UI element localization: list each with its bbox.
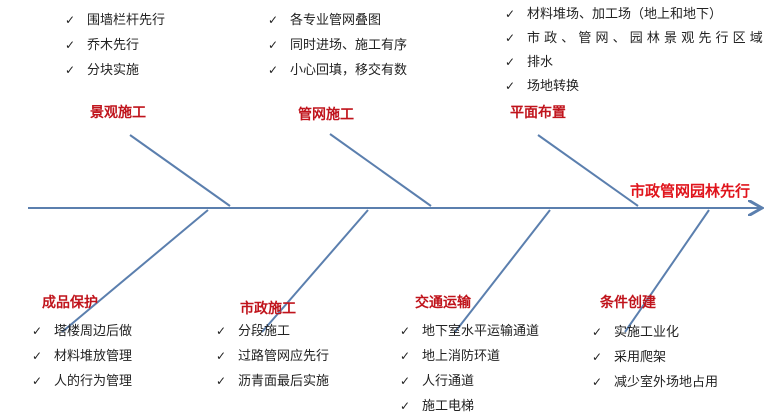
list-item: ✓ 乔木先行 [65,33,165,58]
item-text: 人行通道 [422,374,475,389]
bone-bottom-2 [261,209,369,333]
list-item: ✓ 塔楼周边后做 [32,319,132,344]
check-icon: ✓ [400,399,411,413]
item-list: ✓ 塔楼周边后做 ✓ 材料堆放管理 ✓ 人的行为管理 [32,319,132,394]
list-item: ✓ 地上消防环道 [400,344,539,369]
list-item: ✓ 同时进场、施工有序 [268,33,407,58]
item-text: 施工电梯 [422,399,475,414]
check-icon: ✓ [400,349,411,363]
check-icon: ✓ [400,374,411,388]
list-item: ✓ 沥青面最后实施 [216,369,329,394]
item-text: 市 政 、 管 网 、 园 林 景 观 先 行 区 域 [527,31,763,46]
item-text: 材料堆放管理 [54,349,133,364]
list-item: ✓ 施工电梯 [400,394,539,414]
bone-bottom-4 [624,209,710,333]
item-text: 实施工业化 [614,325,680,340]
list-item: ✓ 分段施工 [216,319,329,344]
list-item: ✓ 地下室水平运输通道 [400,319,539,344]
list-item: ✓ 市 政 、 管 网 、 园 林 景 观 先 行 区 域 [505,26,763,50]
check-icon: ✓ [592,325,603,339]
item-text: 分段施工 [238,324,291,339]
item-text: 排水 [527,55,554,70]
item-list: ✓ 材料堆场、加工场（地上和地下） ✓ 市 政 、 管 网 、 园 林 景 观 先 … [505,2,763,98]
category-label: 平面布置 [510,105,566,121]
bone-top-3 [537,134,639,207]
item-list: ✓ 围墙栏杆先行 ✓ 乔木先行 ✓ 分块实施 [65,8,165,83]
category-label: 条件创建 [600,295,656,311]
list-item: ✓ 场地转换 [505,74,763,98]
check-icon: ✓ [268,38,279,52]
category-label: 交通运输 [415,295,471,311]
check-icon: ✓ [505,79,516,93]
list-item: ✓ 减少室外场地占用 [592,370,718,395]
item-text: 场地转换 [527,79,580,94]
check-icon: ✓ [400,324,411,338]
check-icon: ✓ [216,374,227,388]
list-item: ✓ 排水 [505,50,763,74]
list-item: ✓ 小心回填，移交有数 [268,58,407,83]
item-text: 乔木先行 [87,38,140,53]
check-icon: ✓ [505,7,516,21]
check-icon: ✓ [216,324,227,338]
check-icon: ✓ [32,349,43,363]
item-list: ✓ 地下室水平运输通道 ✓ 地上消防环道 ✓ 人行通道 ✓ 施工电梯 [400,319,539,414]
bone-top-2 [329,133,432,207]
check-icon: ✓ [32,374,43,388]
item-text: 沥青面最后实施 [238,374,330,389]
category-label: 成品保护 [42,295,98,311]
category-label: 管网施工 [298,107,354,123]
item-text: 减少室外场地占用 [614,375,719,390]
item-text: 同时进场、施工有序 [290,38,408,53]
item-list: ✓ 分段施工 ✓ 过路管网应先行 ✓ 沥青面最后实施 [216,319,329,394]
check-icon: ✓ [268,13,279,27]
check-icon: ✓ [65,38,76,52]
list-item: ✓ 人的行为管理 [32,369,132,394]
item-text: 材料堆场、加工场（地上和地下） [527,7,723,22]
item-text: 各专业管网叠图 [290,13,382,28]
item-text: 过路管网应先行 [238,349,330,364]
category-label: 市政施工 [240,301,296,317]
check-icon: ✓ [505,31,516,45]
list-item: ✓ 人行通道 [400,369,539,394]
item-text: 分块实施 [87,63,140,78]
item-text: 地上消防环道 [422,349,501,364]
list-item: ✓ 材料堆放管理 [32,344,132,369]
list-item: ✓ 各专业管网叠图 [268,8,407,33]
list-item: ✓ 采用爬架 [592,345,718,370]
item-text: 小心回填，移交有数 [290,63,408,78]
check-icon: ✓ [268,63,279,77]
check-icon: ✓ [65,63,76,77]
item-text: 采用爬架 [614,350,667,365]
check-icon: ✓ [65,13,76,27]
check-icon: ✓ [592,350,603,364]
check-icon: ✓ [32,324,43,338]
list-item: ✓ 分块实施 [65,58,165,83]
item-list: ✓ 实施工业化 ✓ 采用爬架 ✓ 减少室外场地占用 [592,320,718,395]
bone-top-1 [129,134,231,207]
list-item: ✓ 围墙栏杆先行 [65,8,165,33]
list-item: ✓ 材料堆场、加工场（地上和地下） [505,2,763,26]
list-item: ✓ 实施工业化 [592,320,718,345]
head-title: 市政管网园林先行 [630,182,751,200]
list-item: ✓ 过路管网应先行 [216,344,329,369]
check-icon: ✓ [505,55,516,69]
bone-bottom-3 [454,209,551,333]
item-text: 塔楼周边后做 [54,324,133,339]
check-icon: ✓ [216,349,227,363]
item-text: 地下室水平运输通道 [422,324,540,339]
check-icon: ✓ [592,375,603,389]
item-text: 围墙栏杆先行 [87,13,166,28]
bone-bottom-1 [61,209,209,333]
item-list: ✓ 各专业管网叠图 ✓ 同时进场、施工有序 ✓ 小心回填，移交有数 [268,8,407,83]
category-label: 景观施工 [90,105,146,121]
item-text: 人的行为管理 [54,374,133,389]
